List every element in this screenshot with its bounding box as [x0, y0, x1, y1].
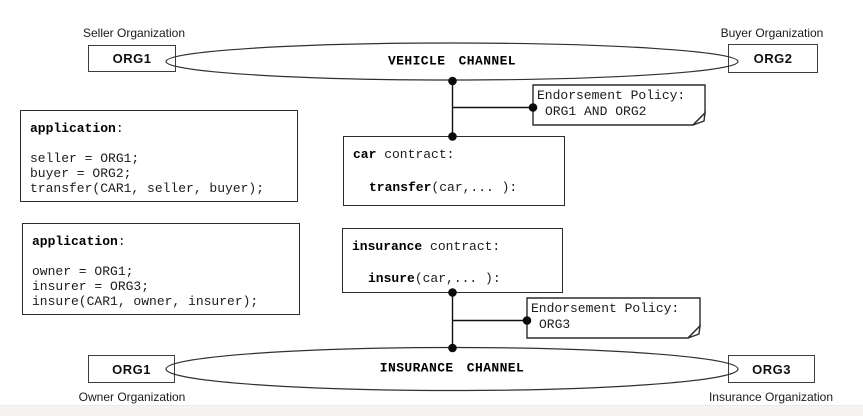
- application-box-vehicle: application: seller = ORG1; buyer = ORG2…: [20, 110, 298, 202]
- endorsement-note-insurance-fold: [687, 324, 701, 339]
- dot-insurance-endorsement-anchor: [522, 316, 532, 325]
- endorsement-title: Endorsement Policy:: [531, 301, 680, 316]
- dot-vehicle-ellipse-anchor: [448, 76, 457, 86]
- code-line: insurer = ORG3;: [32, 279, 150, 294]
- endorsement-title: Endorsement Policy:: [537, 88, 686, 103]
- page-bottom-edge: [0, 405, 863, 416]
- vehicle-channel-label: VEHICLE CHANNEL: [387, 53, 517, 69]
- code-line: seller = ORG1;: [30, 151, 140, 166]
- seller-organization-label: Seller Organization: [82, 26, 186, 40]
- endorsement-policy-value: ORG3: [539, 317, 571, 332]
- insurer-org-box: ORG3: [728, 355, 815, 383]
- dot-vehicle-endorsement-anchor: [528, 103, 538, 112]
- endorsement-note-vehicle-fold: [692, 111, 706, 126]
- dot-insurance-ellipse-anchor: [448, 343, 457, 353]
- endorsement-policy-value: ORG1 AND ORG2: [545, 104, 647, 119]
- insurance-organization-label: Insurance Organization: [708, 390, 834, 404]
- buyer-organization-label: Buyer Organization: [720, 26, 824, 40]
- contract-function-line: transfer(car,... ):: [369, 180, 518, 195]
- buyer-org-box: ORG2: [728, 44, 818, 73]
- insurance-channel-label: INSURANCE CHANNEL: [379, 360, 525, 376]
- application-title: application:: [32, 234, 126, 249]
- contract-function-line: insure(car,... ):: [368, 271, 501, 286]
- code-line: insure(CAR1, owner, insurer);: [32, 294, 259, 309]
- code-line: buyer = ORG2;: [30, 166, 132, 181]
- application-title: application:: [30, 121, 124, 136]
- insurance-contract-box: insurance contract: insure(car,... ):: [342, 228, 563, 293]
- code-line: owner = ORG1;: [32, 264, 134, 279]
- contract-title: insurance contract:: [352, 239, 501, 254]
- contract-title: car contract:: [353, 147, 455, 162]
- application-box-insurance: application: owner = ORG1; insurer = ORG…: [22, 223, 300, 315]
- seller-org-box: ORG1: [88, 45, 176, 72]
- owner-org-box: ORG1: [88, 355, 175, 383]
- owner-organization-label: Owner Organization: [78, 390, 186, 404]
- code-line: transfer(CAR1, seller, buyer);: [30, 181, 265, 196]
- endorsement-note-insurance-text: Endorsement Policy: ORG3: [531, 301, 679, 333]
- endorsement-note-vehicle-text: Endorsement Policy: ORG1 AND ORG2: [537, 88, 685, 120]
- car-contract-box: car contract: transfer(car,... ):: [343, 136, 565, 206]
